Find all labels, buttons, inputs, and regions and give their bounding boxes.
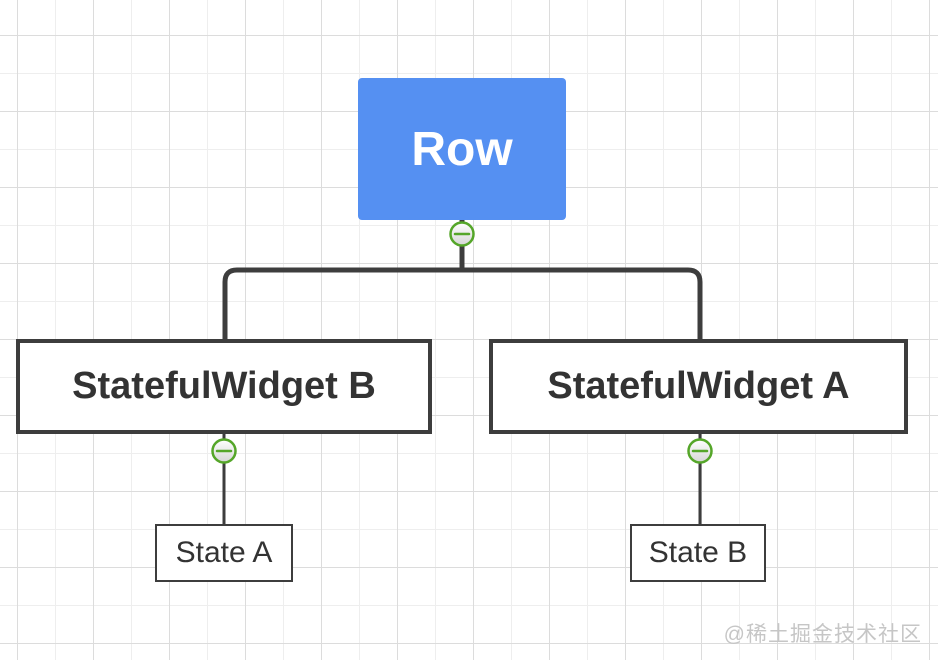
- node-row-label: Row: [411, 122, 513, 176]
- node-state-a-label: State A: [175, 536, 273, 569]
- node-stateful-widget-a[interactable]: StatefulWidget A: [489, 339, 908, 434]
- watermark: @稀土掘金技术社区: [723, 623, 922, 646]
- node-state-b-label: State B: [648, 536, 748, 569]
- node-stateful-widget-b-label: StatefulWidget B: [72, 365, 376, 407]
- edge-row-to-children: [222, 267, 703, 340]
- collapse-button-row[interactable]: [449, 221, 475, 247]
- collapse-button-widget-b[interactable]: [211, 438, 237, 464]
- node-row[interactable]: Row: [358, 78, 566, 220]
- node-stateful-widget-b[interactable]: StatefulWidget B: [16, 339, 432, 434]
- collapse-button-widget-a[interactable]: [687, 438, 713, 464]
- node-state-b[interactable]: State B: [630, 524, 766, 582]
- node-state-a[interactable]: State A: [155, 524, 293, 582]
- node-stateful-widget-a-label: StatefulWidget A: [547, 365, 850, 407]
